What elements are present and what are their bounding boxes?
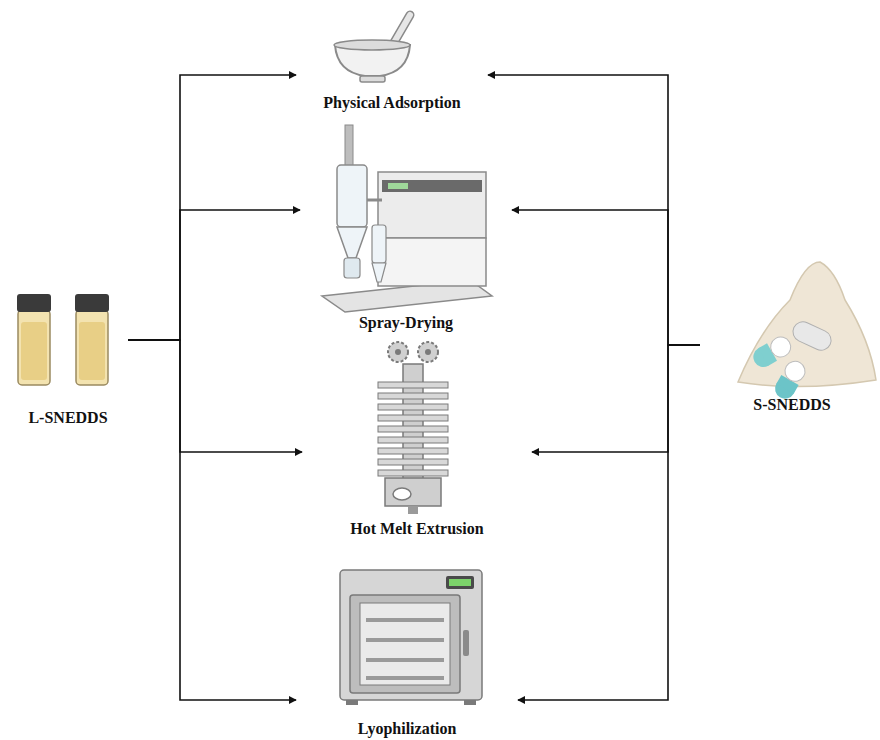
arrow-connector (128, 210, 300, 340)
node-label: L-SNEDDS (8, 409, 128, 427)
method-node: Spray-Drying (300, 116, 512, 332)
extruder-icon (378, 342, 448, 514)
arrow-connector (128, 340, 296, 700)
spray-dryer-icon (322, 125, 492, 312)
method-node: Physical Adsorption (296, 8, 488, 112)
node-label: Hot Melt Extrusion (302, 520, 532, 538)
arrow-connector (128, 340, 302, 452)
node-label: S-SNEDDS (700, 396, 880, 414)
vial-icons (17, 294, 109, 385)
arrow-connector (512, 210, 700, 345)
mortar-icon (334, 15, 410, 82)
input-node: L-SNEDDS (8, 285, 128, 427)
arrow-connector (128, 75, 296, 340)
node-label: Lyophilization (296, 720, 518, 738)
arrow-connector (518, 345, 700, 700)
output-node: S-SNEDDS (700, 250, 880, 414)
method-node: Lyophilization (296, 562, 518, 738)
arrow-connector (488, 75, 700, 345)
powder-icon (738, 262, 876, 402)
arrow-connector (532, 345, 700, 452)
node-label: Spray-Drying (300, 314, 512, 332)
freeze-dryer-icon (340, 570, 482, 705)
node-label: Physical Adsorption (296, 94, 488, 112)
method-node: Hot Melt Extrusion (302, 336, 532, 538)
